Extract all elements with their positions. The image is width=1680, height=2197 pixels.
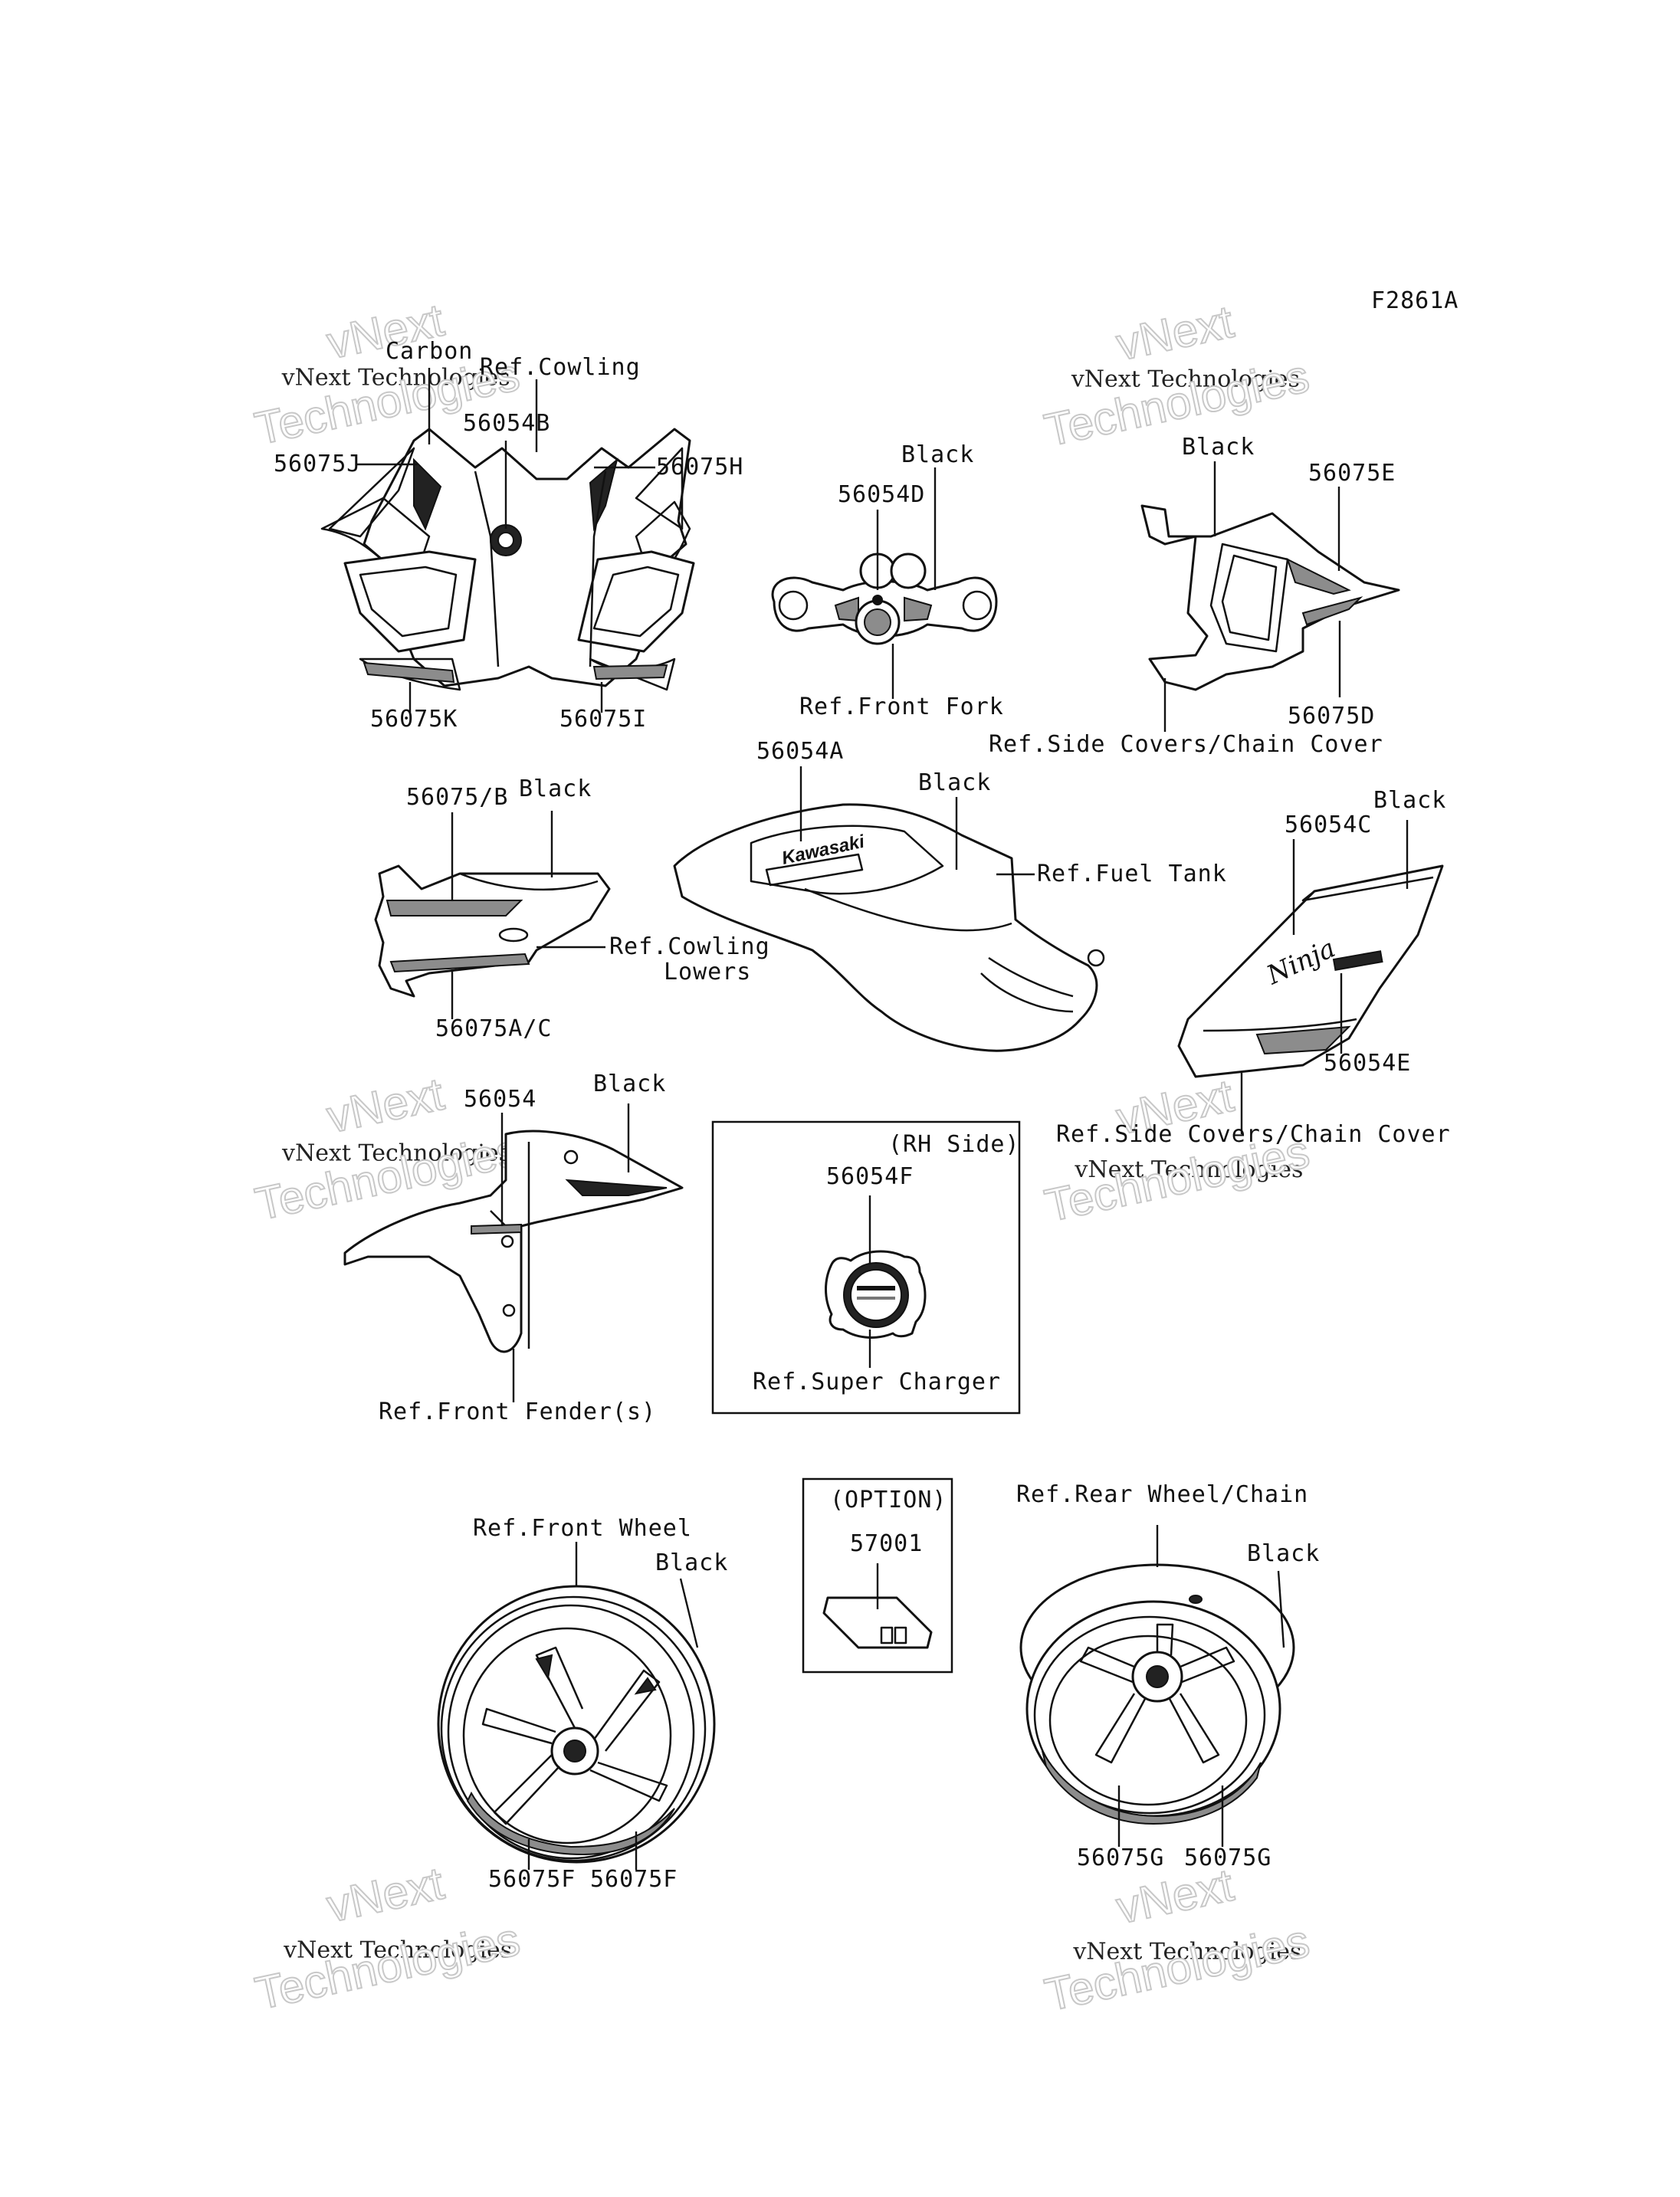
label-option: (OPTION) [830,1487,947,1513]
front-fender-drawing [343,1130,684,1353]
svg-text:vNext: vNext [1112,296,1238,370]
cowling-lower-leaders [451,811,605,1019]
label-56075E: 56075E [1308,460,1396,487]
upper-cowling-drawing [320,428,695,691]
label-56075F-2: 56075F [590,1866,678,1893]
svg-text:vNext: vNext [323,1858,448,1932]
svg-text:vNext: vNext [323,1068,448,1143]
label-ref-side-covers-1: Ref.Side Covers/Chain Cover [989,731,1383,758]
label-carbon: Carbon [386,338,473,365]
figure-id: F2861A [1371,287,1459,314]
label-ref-cowling-lowers-2: Lowers [664,959,751,985]
label-black-tail: Black [1182,434,1255,461]
label-ref-fuel-tank: Ref.Fuel Tank [1037,861,1227,887]
svg-text:vNext Technologies: vNext Technologies [281,365,510,392]
label-56075G-2: 56075G [1184,1844,1271,1871]
label-black-fork: Black [901,441,974,468]
label-rh-side: (RH Side) [888,1131,1020,1158]
label-56075H: 56075H [656,454,743,480]
option-card-drawing [822,1596,933,1649]
fork-top-bracket-drawing [771,553,998,645]
fork-leaders [876,467,937,699]
label-56054F: 56054F [826,1163,914,1190]
label-56075G-1: 56075G [1077,1844,1164,1871]
svg-text:Technologies: Technologies [1041,1915,1314,2021]
label-57001: 57001 [850,1530,923,1557]
seat-cowl-leaders [1163,461,1341,732]
svg-text:vNext Technologies: vNext Technologies [1074,1156,1303,1183]
svg-text:vNext Technologies: vNext Technologies [281,1140,510,1167]
cowling-lower-drawing [374,864,611,998]
rear-wheel-leaders [1117,1525,1285,1847]
label-56075K: 56075K [370,706,458,733]
fuel-tank-drawing: Kawasaki [673,803,1105,1052]
watermark-top-right: vNext vNext Technologies Technologies [1039,295,1314,457]
supercharger-box [711,1120,1021,1415]
label-56054C: 56054C [1285,812,1372,838]
label-ref-front-wheel: Ref.Front Wheel [473,1515,692,1542]
seat-cowl-drawing [1140,504,1400,691]
label-ref-side-covers-2: Ref.Side Covers/Chain Cover [1056,1121,1451,1148]
label-56054A: 56054A [756,738,844,765]
label-ref-super-charger: Ref.Super Charger [753,1369,1001,1395]
svg-text:vNext Technologies: vNext Technologies [283,1936,512,1963]
label-black-side: Black [1373,787,1446,814]
label-56054: 56054 [464,1086,536,1113]
label-black-fender: Black [593,1071,666,1097]
label-56054E: 56054E [1324,1050,1411,1077]
label-56054B: 56054B [463,410,550,437]
label-56075I: 56075I [559,706,647,733]
supercharger-drawing [825,1250,927,1339]
svg-text:vNext Technologies: vNext Technologies [1072,1938,1301,1965]
watermark-bottom-left: vNext vNext Technologies Technologies [250,1857,525,2020]
label-ref-rear-wheel: Ref.Rear Wheel/Chain [1016,1481,1308,1508]
label-ref-front-fork: Ref.Front Fork [799,694,1004,720]
svg-text:Technologies: Technologies [251,1913,524,2019]
label-56075A-C: 56075A/C [435,1015,553,1042]
label-56075D: 56075D [1288,703,1375,730]
label-black-front-wheel: Black [655,1549,728,1576]
label-56075F-1: 56075F [488,1866,576,1893]
side-cover-drawing: Ninja [1177,864,1444,1078]
front-wheel-leaders [527,1542,699,1870]
label-56054D: 56054D [838,481,925,508]
watermark-bottom-right: vNext vNext Technologies Technologies [1040,1858,1315,2022]
front-wheel-drawing [437,1585,716,1864]
label-black-tank: Black [918,769,991,796]
front-fender-leaders [500,1103,630,1402]
label-black-rear-wheel: Black [1247,1540,1320,1567]
option-box [802,1477,953,1674]
label-ref-cowling-lowers-1: Ref.Cowling [609,933,770,960]
side-cover-leaders [1240,820,1409,1134]
upper-cowling-leaders [356,368,655,713]
label-56075J: 56075J [274,451,361,477]
label-ref-cowling: Ref.Cowling [480,354,641,381]
svg-text:vNext Technologies: vNext Technologies [1071,366,1300,393]
fuel-tank-leaders [799,766,1035,876]
label-56075-B: 56075/B [406,784,508,811]
rear-wheel-drawing [1019,1563,1295,1825]
label-ref-front-fender: Ref.Front Fender(s) [379,1399,656,1425]
label-black-lower: Black [519,776,592,802]
